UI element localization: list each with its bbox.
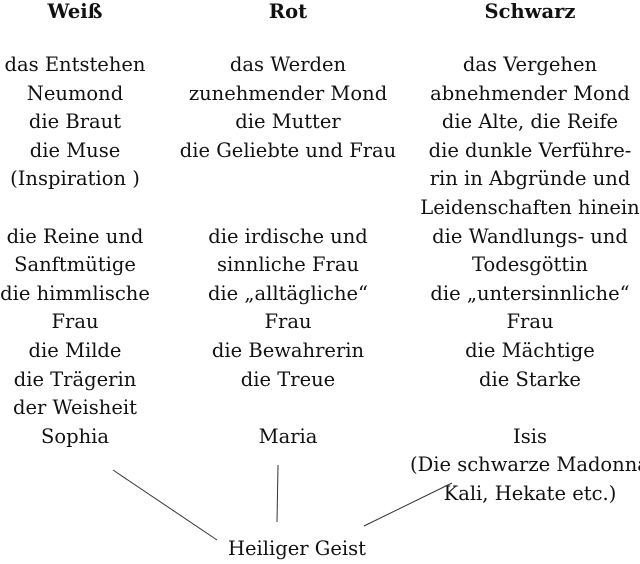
connector-line-left — [112, 469, 218, 541]
column-line: die dunkle Verführe- — [428, 138, 632, 162]
column-line: das Vergehen — [462, 53, 598, 76]
column-line: Maria — [258, 424, 318, 448]
column-line: Neumond — [26, 81, 124, 105]
column-line: das Entstehen — [4, 53, 146, 76]
column-line: Leidenschaften hinein — [420, 195, 640, 219]
column-line: die Bewahrerin — [211, 338, 365, 362]
column-line: die Alte, die Reife — [441, 110, 619, 134]
column-rot: Rot das Werden zunehmender Mond die Mutter… — [168, 0, 408, 451]
column-line: Frau — [506, 310, 554, 334]
column-line: die Mutter — [235, 110, 341, 134]
column-line: die „alltägliche“ — [207, 281, 369, 305]
column-line: die Geliebte und Frau — [179, 138, 397, 162]
column-line: die Muse — [29, 138, 121, 162]
column-line: sinnliche Frau — [216, 253, 360, 277]
column-line: Frau — [264, 310, 312, 334]
column-header: Weiß — [47, 0, 103, 23]
column-line: rin in Abgründe und — [429, 167, 631, 191]
column-line: die Braut — [28, 110, 122, 134]
column-line: zunehmender Mond — [188, 81, 388, 105]
column-line: Isis — [513, 424, 547, 448]
connector-line-right — [363, 482, 453, 527]
heiliger-geist-label: Heiliger Geist — [228, 537, 366, 560]
column-line: Sanftmütige — [14, 253, 136, 277]
column-line: die Reine und — [6, 224, 144, 248]
column-line: die Milde — [28, 338, 122, 362]
column-line: die Treue — [240, 367, 336, 391]
column-line: abnehmender Mond — [430, 81, 630, 105]
column-line: (Inspiration ) — [10, 167, 140, 191]
column-line: die Trägerin — [13, 367, 137, 391]
column-line: die „untersinnliche“ — [430, 281, 630, 305]
column-line: die irdische und — [208, 224, 368, 248]
column-line: die himmlische — [0, 281, 150, 305]
column-line: die Wandlungs- und — [432, 224, 628, 248]
column-header: Schwarz — [484, 0, 576, 23]
column-line: Kali, Hekate etc.) — [443, 481, 617, 505]
column-line: der Weisheit — [13, 396, 137, 420]
column-line: Todesgöttin — [472, 253, 588, 277]
column-schwarz: Schwarz das Vergehen abnehmender Mond die … — [410, 0, 640, 509]
column-line: (Die schwarze Madonna, — [410, 453, 640, 477]
column-line: Sophia — [40, 424, 109, 448]
column-header: Rot — [268, 0, 308, 23]
column-line: das Werden — [229, 53, 347, 76]
column-line: die Mächtige — [465, 338, 595, 362]
column-line: Frau — [51, 310, 99, 334]
connector-line-center — [276, 464, 279, 523]
column-line: die Starke — [479, 367, 581, 391]
